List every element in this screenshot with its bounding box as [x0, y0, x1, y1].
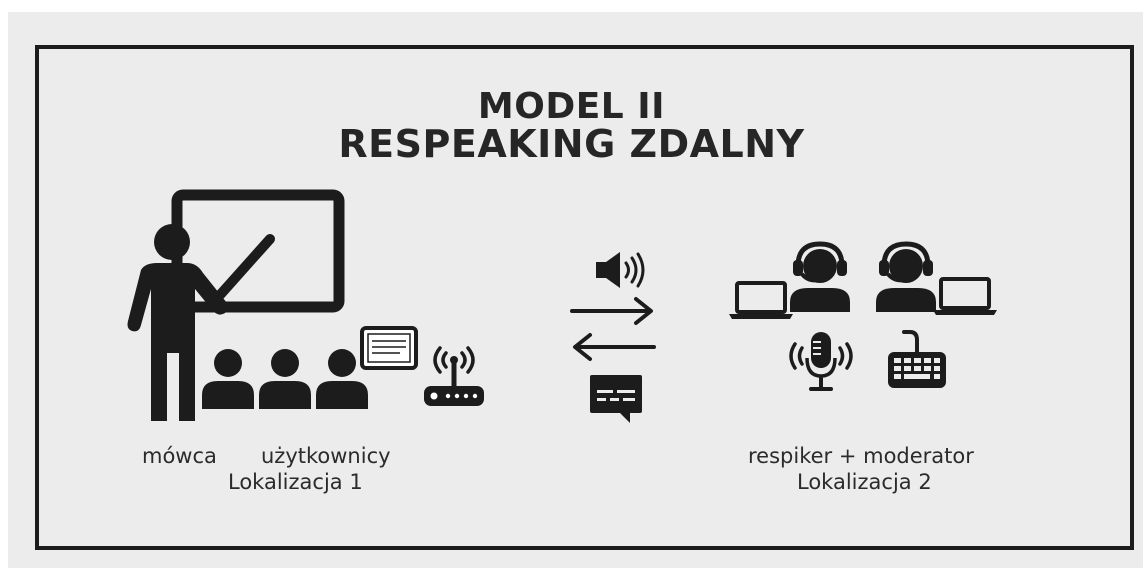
speaker-sound-icon: [594, 250, 646, 290]
wifi-router-icon: [420, 342, 488, 410]
diagram-title-line1: MODEL II: [477, 86, 666, 127]
laptop-icon: [728, 280, 794, 320]
headset-operator-icon: [874, 240, 938, 312]
role-label: respiker + moderator: [748, 444, 974, 468]
subtitles-chat-icon: [588, 373, 644, 425]
laptop-icon: [932, 276, 998, 316]
keyboard-icon: [884, 328, 950, 392]
teacher-at-board-icon: [115, 185, 355, 425]
users-label: użytkownicy: [261, 444, 391, 468]
tablet-icon: [360, 326, 418, 370]
location-1-label: Lokalizacja 1: [228, 470, 363, 494]
diagram-frame: [35, 45, 1134, 550]
diagram-title-line2: RESPEAKING ZDALNY: [338, 122, 805, 166]
arrow-right-icon: [570, 296, 656, 326]
location-2-label: Lokalizacja 2: [797, 470, 932, 494]
speaker-label: mówca: [142, 444, 217, 468]
user-silhouette-icon: [255, 345, 315, 409]
user-silhouette-icon: [198, 345, 258, 409]
user-silhouette-icon: [312, 345, 372, 409]
headset-operator-icon: [788, 240, 852, 312]
microphone-broadcast-icon: [783, 330, 859, 394]
arrow-left-icon: [570, 332, 656, 362]
